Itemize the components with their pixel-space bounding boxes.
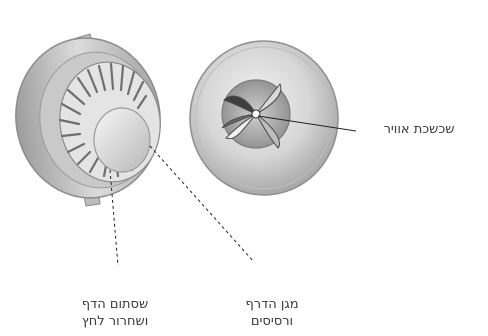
aerator-blades [221,83,282,149]
label-drain-stopper-line-2: ושחרור לחץ [81,314,149,329]
drain-guard-illustration [189,40,339,196]
leader-lines [109,115,357,267]
label-drain-guard-line-1: מגן הדרף [245,297,299,312]
drain-stopper-illustration [15,33,161,207]
stopper-center-cap [93,107,151,173]
label-aerator-text: שכשכת אוויר [383,122,455,137]
leader-line-drain-guard [149,145,255,263]
label-drain-stopper: שסתום הדף ושחרור לחץ [40,296,190,330]
label-drain-stopper-line-1: שסתום הדף [81,297,149,312]
label-aerator: שכשכת אוויר [360,121,478,138]
leader-line-drain-stopper [109,169,119,267]
label-drain-guard: מגן הדרף ורסיסים [222,296,322,330]
leader-line-aerator [257,115,357,132]
guard-ring-edge [195,46,333,190]
aerator-hub [251,109,261,119]
label-drain-guard-line-2: ורסיסים [250,314,294,329]
